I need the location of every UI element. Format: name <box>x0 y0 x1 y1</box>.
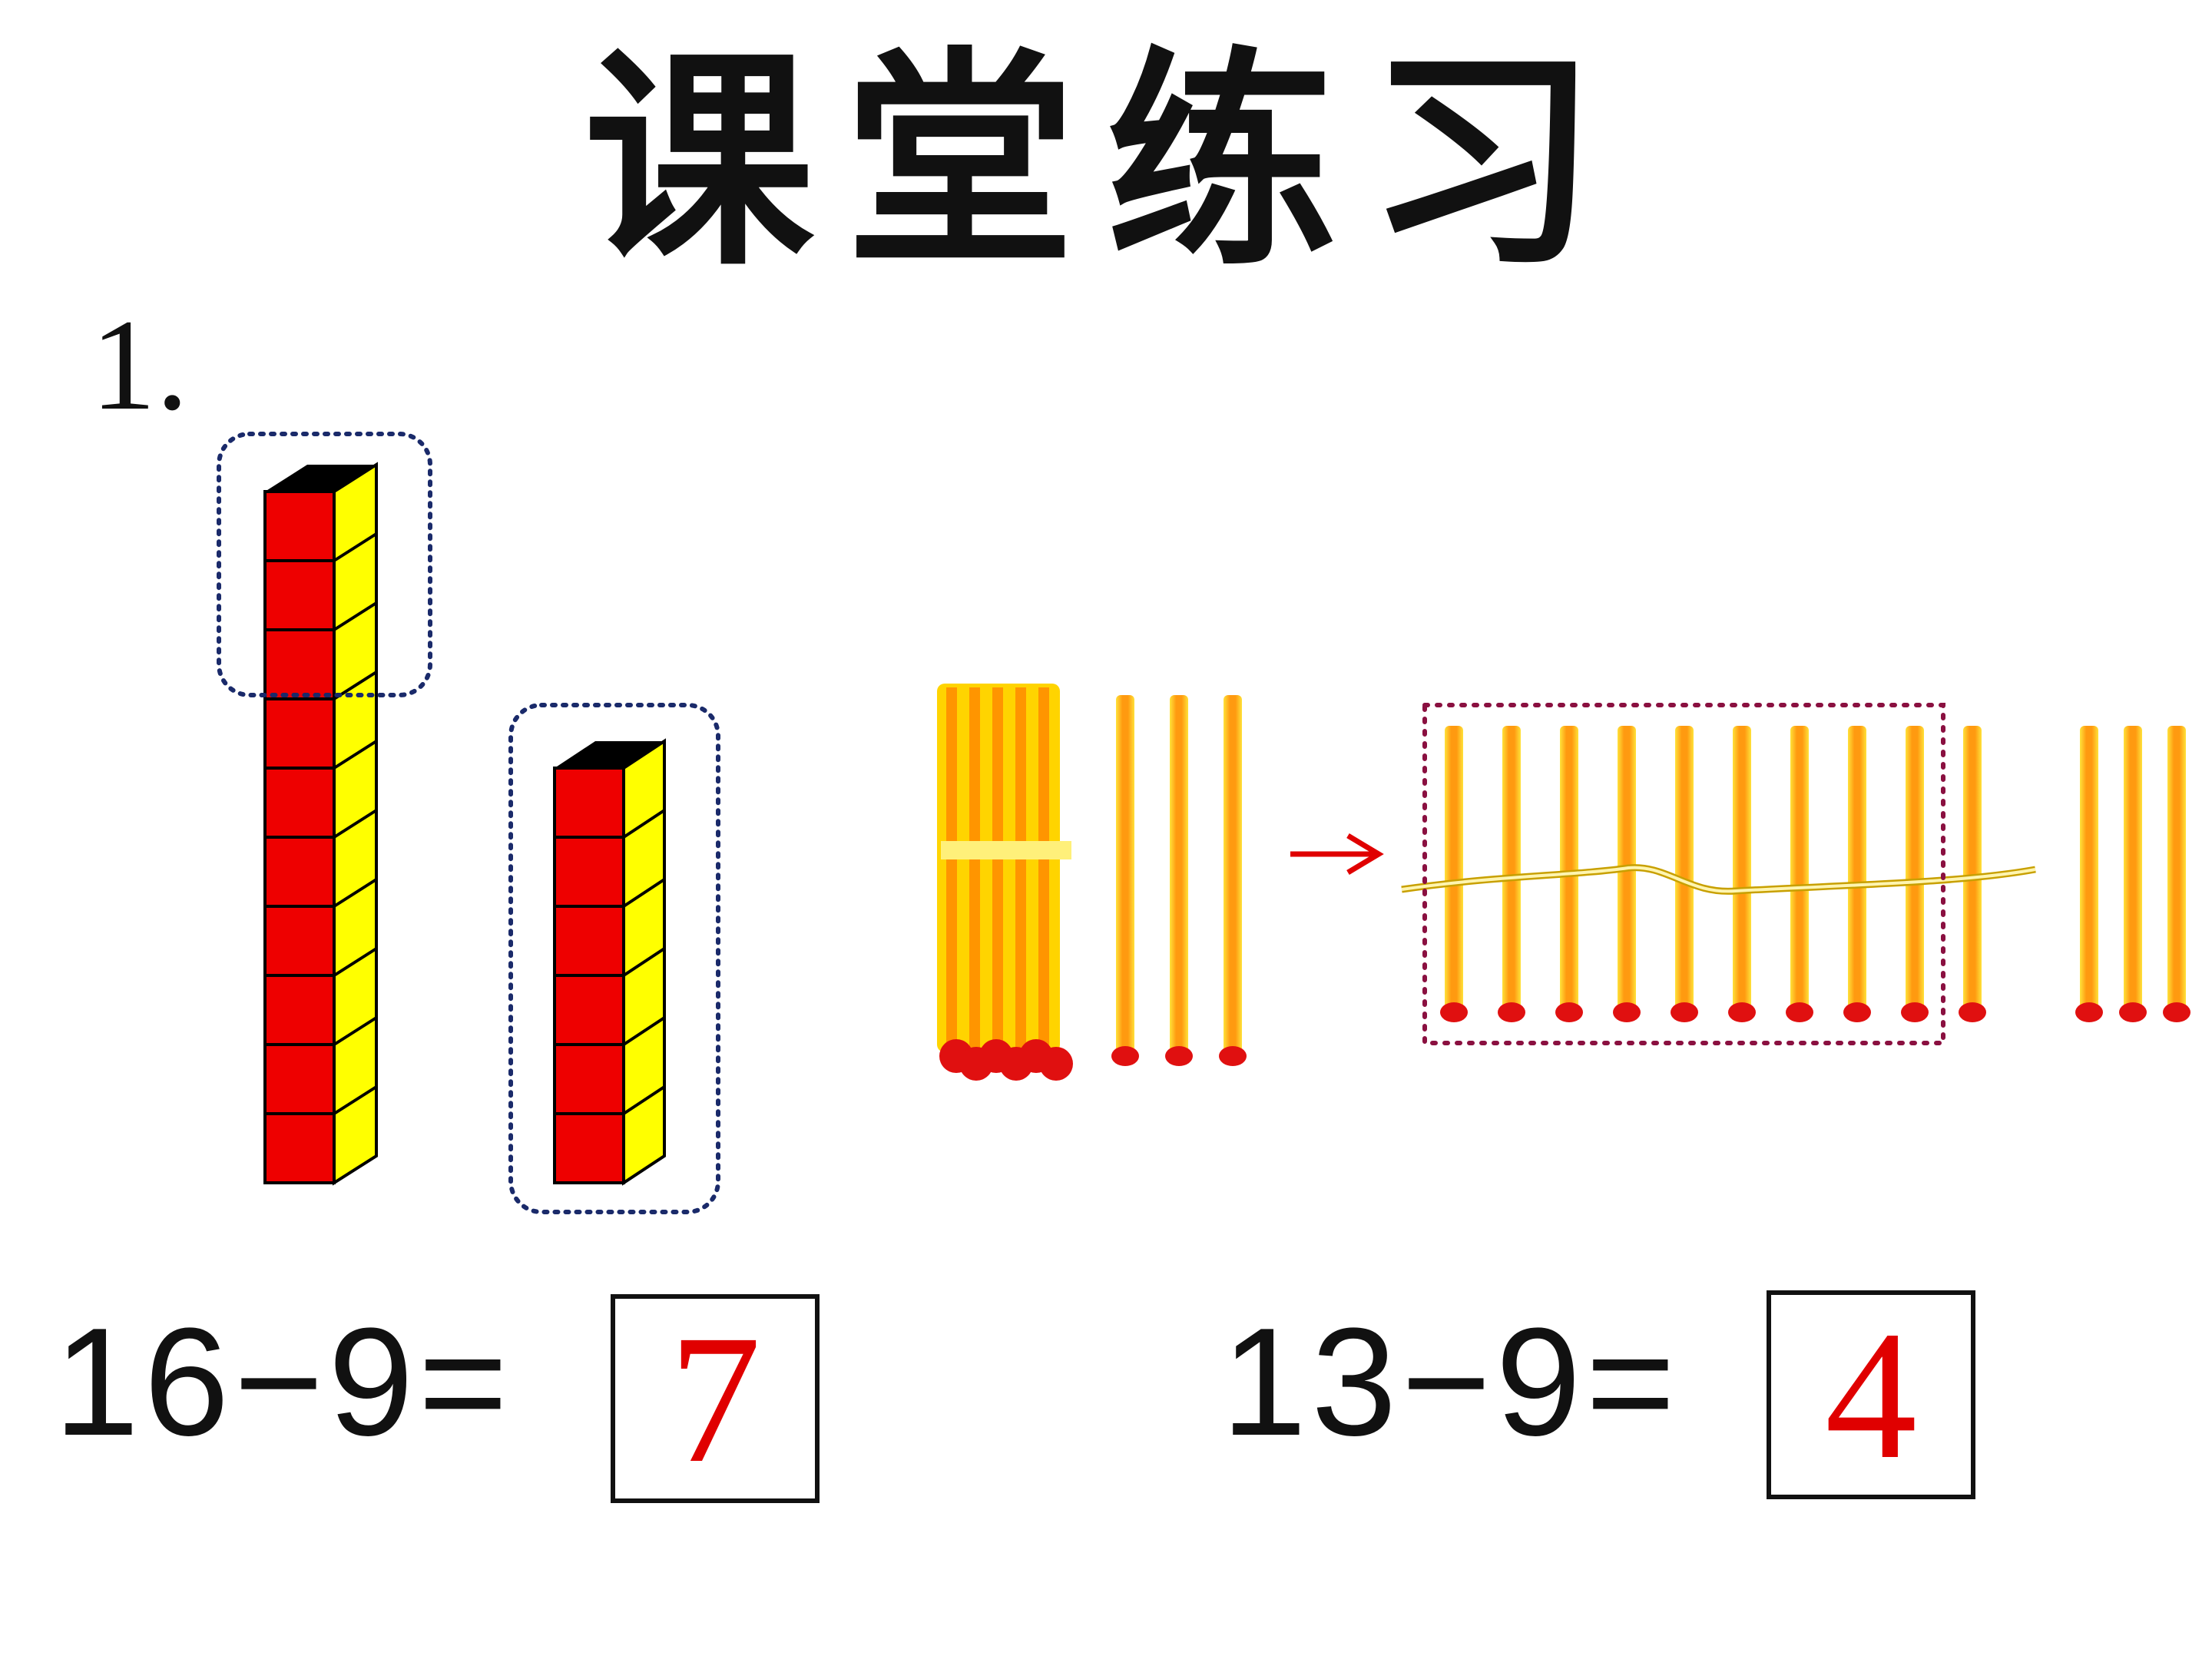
stick <box>1560 726 1578 1012</box>
stick <box>1906 726 1924 1012</box>
stick-head <box>2163 1002 2190 1022</box>
page-title: 课堂练习 <box>584 25 1628 296</box>
stick-head <box>1111 1046 1139 1066</box>
block-side-edge <box>333 809 378 839</box>
stick-bundle <box>937 684 1073 1081</box>
stick <box>1502 726 1521 1012</box>
stick <box>1733 726 1751 1012</box>
stick <box>1848 726 1866 1012</box>
short-tower-top <box>555 741 664 768</box>
stick-head <box>1959 1002 1986 1022</box>
tall-block-tower <box>263 462 378 1186</box>
stick-head <box>1671 1002 1698 1022</box>
stick-head <box>1440 1002 1468 1022</box>
block-cube <box>553 974 625 1046</box>
block-cube <box>263 905 336 977</box>
block-side-edge <box>333 532 378 562</box>
stick-head <box>1786 1002 1813 1022</box>
block-cube <box>263 697 336 770</box>
stick <box>1445 726 1463 1012</box>
bundle-head <box>1039 1047 1073 1081</box>
equation-right: 13−9= <box>1221 1296 1681 1468</box>
block-cube <box>553 905 625 977</box>
answer-box-right[interactable]: 4 <box>1767 1290 1975 1499</box>
stick <box>1224 695 1242 1056</box>
stick-head <box>1165 1046 1193 1066</box>
dotted-group-short-tower <box>508 703 720 1214</box>
block-side-edge <box>622 1016 666 1046</box>
bundle-stick <box>946 687 957 1048</box>
bundle-stick <box>1038 687 1049 1048</box>
block-cube <box>553 767 625 839</box>
stick-head <box>1613 1002 1641 1022</box>
dotted-group-nine-sticks <box>1422 703 1945 1045</box>
stick-head <box>2119 1002 2147 1022</box>
block-side-edge <box>622 1085 666 1115</box>
bundle-stick <box>969 687 980 1048</box>
dotted-group-left-top <box>217 432 432 697</box>
block-side-edge <box>333 601 378 631</box>
block-side-edge <box>333 947 378 977</box>
short-block-tower <box>553 738 666 1186</box>
stick <box>1116 695 1134 1056</box>
bundle-tie <box>941 841 1071 859</box>
stick <box>2167 726 2186 1012</box>
block-cube <box>553 836 625 908</box>
block-cube <box>263 1043 336 1115</box>
stick-head <box>1219 1046 1247 1066</box>
block-cube <box>553 1043 625 1115</box>
stick-head <box>2075 1002 2103 1022</box>
block-cube <box>263 974 336 1046</box>
bundle-heads <box>939 1039 1073 1081</box>
short-tower-front-cubes <box>553 767 625 1184</box>
block-side-edge <box>622 809 666 839</box>
answer-left: 7 <box>669 1296 761 1501</box>
block-side-edge <box>622 878 666 908</box>
stick-head <box>1901 1002 1929 1022</box>
tower-side-lines <box>333 532 378 1115</box>
unbundled-sticks <box>1440 726 2190 1022</box>
answer-right: 4 <box>1825 1293 1917 1497</box>
stick-head <box>1498 1002 1525 1022</box>
block-cube <box>553 1112 625 1184</box>
block-side-edge <box>333 878 378 908</box>
stick-head <box>1728 1002 1756 1022</box>
stick-head <box>1843 1002 1871 1022</box>
stick-head <box>1555 1002 1583 1022</box>
block-cube <box>263 490 336 562</box>
block-cube <box>263 1112 336 1184</box>
bundle-stick <box>992 687 1003 1048</box>
block-side-edge <box>622 947 666 977</box>
arrow-icon <box>1290 833 1384 876</box>
stick <box>1170 695 1188 1056</box>
block-cube <box>263 628 336 700</box>
bundle-stick <box>1015 687 1026 1048</box>
loose-sticks <box>1111 695 1247 1066</box>
block-side-edge <box>333 1016 378 1046</box>
tower-top <box>265 465 376 492</box>
stick <box>1963 726 1982 1012</box>
question-number: 1. <box>91 293 189 437</box>
block-side-edge <box>333 740 378 770</box>
equation-left: 16−9= <box>54 1296 513 1468</box>
block-side-edge <box>333 1085 378 1115</box>
bundle-sticks <box>946 687 1049 1048</box>
block-cube <box>263 559 336 631</box>
block-cube <box>263 767 336 839</box>
stick <box>2124 726 2142 1012</box>
tower-front-cubes <box>263 490 336 1184</box>
stick <box>2080 726 2098 1012</box>
short-tower-side-lines <box>622 809 666 1115</box>
stick <box>1675 726 1694 1012</box>
block-cube <box>263 836 336 908</box>
answer-box-left[interactable]: 7 <box>611 1294 820 1503</box>
stick <box>1790 726 1809 1012</box>
